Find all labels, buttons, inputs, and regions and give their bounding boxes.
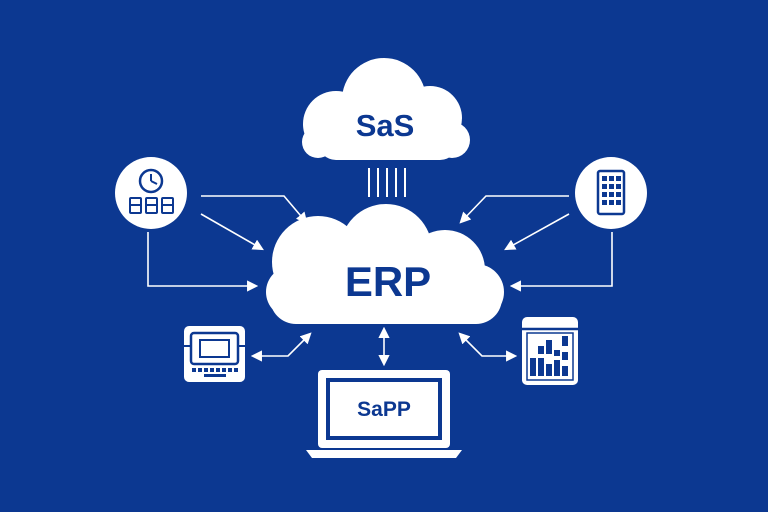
laptop-node: SaPP	[306, 370, 462, 458]
top-cloud-sas: SaS	[302, 58, 470, 160]
arrow-left-circle-elbow	[147, 232, 259, 292]
left-circle-node	[115, 157, 187, 229]
connector-arrows	[147, 195, 613, 367]
right-device-node	[522, 317, 578, 385]
top-cloud-connector-lines	[368, 168, 406, 197]
center-cloud-label: ERP	[345, 258, 431, 305]
calendar-chart-icon	[522, 327, 578, 381]
printer-terminal-icon	[184, 331, 245, 377]
right-circle-node	[575, 157, 647, 229]
clock-database-icon	[129, 168, 174, 214]
laptop-screen-label: SaPP	[357, 398, 411, 421]
server-grid-icon	[596, 169, 626, 216]
arrow-left-circle-top	[201, 195, 308, 224]
arrow-right-circle-elbow	[509, 232, 613, 292]
top-cloud-label: SaS	[356, 108, 415, 143]
center-cloud-erp: ERP	[266, 204, 504, 324]
arrow-left-circle-diag	[200, 213, 264, 251]
arrow-right-circle-diag	[504, 213, 570, 251]
arrow-right-device	[458, 332, 518, 362]
arrow-left-device	[250, 332, 312, 362]
arrow-right-circle-top	[459, 195, 569, 224]
left-device-node	[184, 326, 245, 382]
